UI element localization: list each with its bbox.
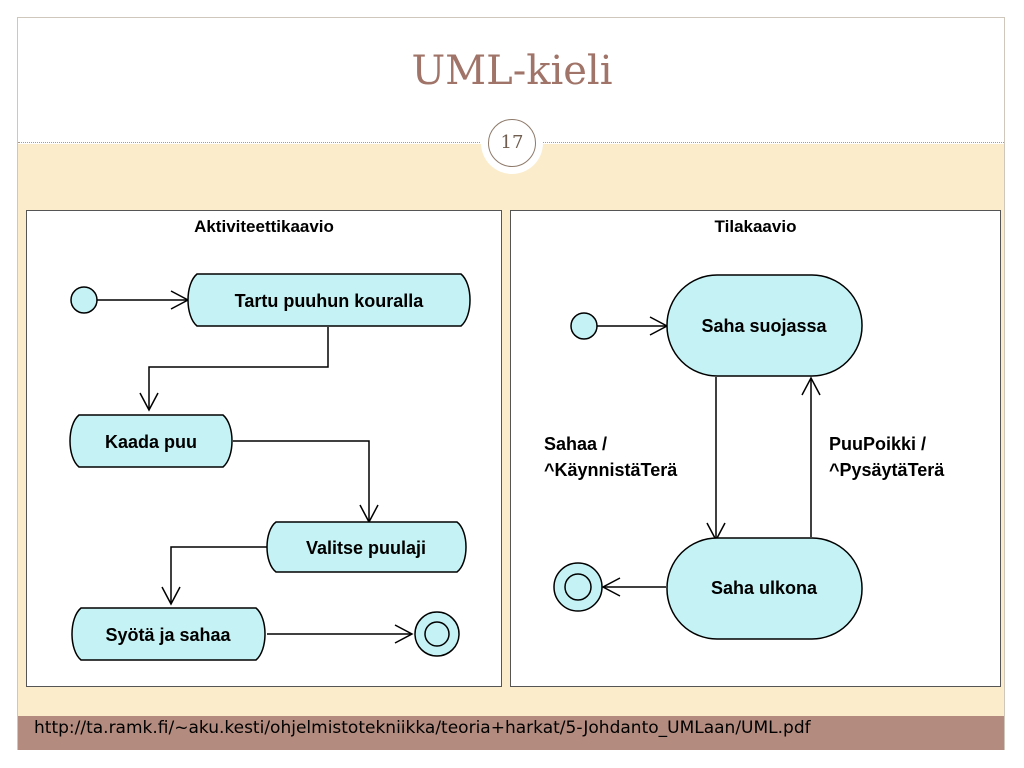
final-node-inner <box>424 621 450 647</box>
arrowhead <box>394 624 414 644</box>
page-number: 17 <box>488 119 536 167</box>
action-label-saw: Syötä ja sahaa <box>105 625 231 645</box>
action-label-select: Valitse puulaji <box>306 538 426 558</box>
state-out <box>666 537 863 640</box>
action-label-grab: Tartu puuhun kouralla <box>235 291 425 311</box>
state-protected <box>666 274 863 377</box>
state-diagram-title: Tilakaavio <box>714 217 797 236</box>
activity-diagram: Tartu puuhun kouralla Kaada puu Valitse … <box>69 273 471 661</box>
state-diagram: Saha suojassa Saha ulkona Sahaa / ^Käynn… <box>544 274 945 640</box>
activity-diagram-panel: Aktiviteettikaavio Tartu puuhun koural <box>26 210 502 687</box>
initial-node <box>70 286 98 314</box>
action-node-grab <box>187 273 471 327</box>
slide-title: UML-kieli <box>411 48 613 94</box>
state-label-out: Saha ulkona <box>711 578 818 598</box>
arrowhead <box>139 392 159 412</box>
arrowhead <box>161 586 181 606</box>
transition-cut-event: PuuPoikki / <box>829 434 926 454</box>
arrowhead <box>601 577 621 597</box>
transition-cut-action: ^PysäytäTerä <box>829 460 945 480</box>
source-bar <box>18 716 1004 750</box>
flow-select-to-saw <box>170 546 268 603</box>
source-url: http://ta.ramk.fi/~aku.kesti/ohjelmistot… <box>34 718 811 738</box>
state-diagram-panel: Tilakaavio Saha suojassa Saha ulkona Sah… <box>510 210 1001 687</box>
action-label-fell: Kaada puu <box>105 432 197 452</box>
activity-diagram-title: Aktiviteettikaavio <box>194 217 334 236</box>
transition-saw-event: Sahaa / <box>544 434 607 454</box>
flow-grab-to-fell <box>148 327 329 409</box>
flow-fell-to-select <box>233 440 370 521</box>
final-state-inner <box>564 573 592 601</box>
transition-saw-action: ^KäynnistäTerä <box>544 460 678 480</box>
arrowhead <box>801 376 821 396</box>
action-node-fell <box>69 414 233 468</box>
action-node-select <box>266 521 467 573</box>
action-node-saw <box>71 607 266 661</box>
state-label-protected: Saha suojassa <box>701 316 827 336</box>
initial-state <box>570 312 598 340</box>
